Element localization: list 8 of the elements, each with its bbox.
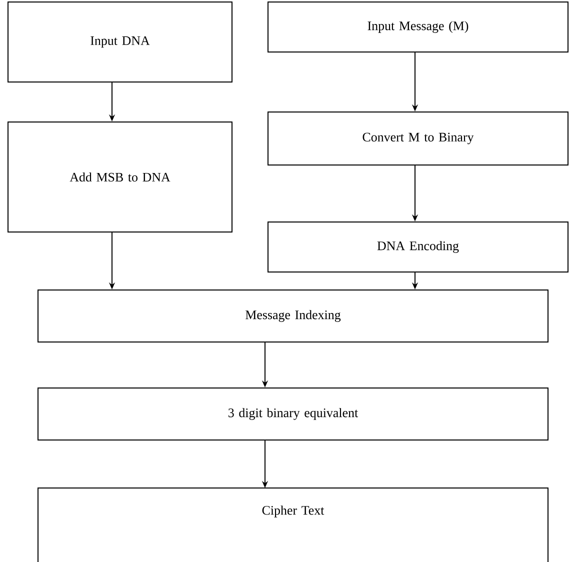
process-box: Message Indexing <box>38 290 548 342</box>
process-box: Input DNA <box>8 2 232 82</box>
process-box: 3 digit binary equivalent <box>38 388 548 440</box>
process-box: Cipher Text <box>38 488 548 562</box>
process-box: Convert M to Binary <box>268 112 568 166</box>
process-box: Input Message (M) <box>268 2 568 52</box>
process-box: DNA Encoding <box>268 222 568 272</box>
process-box: Add MSB to DNA <box>8 122 232 232</box>
